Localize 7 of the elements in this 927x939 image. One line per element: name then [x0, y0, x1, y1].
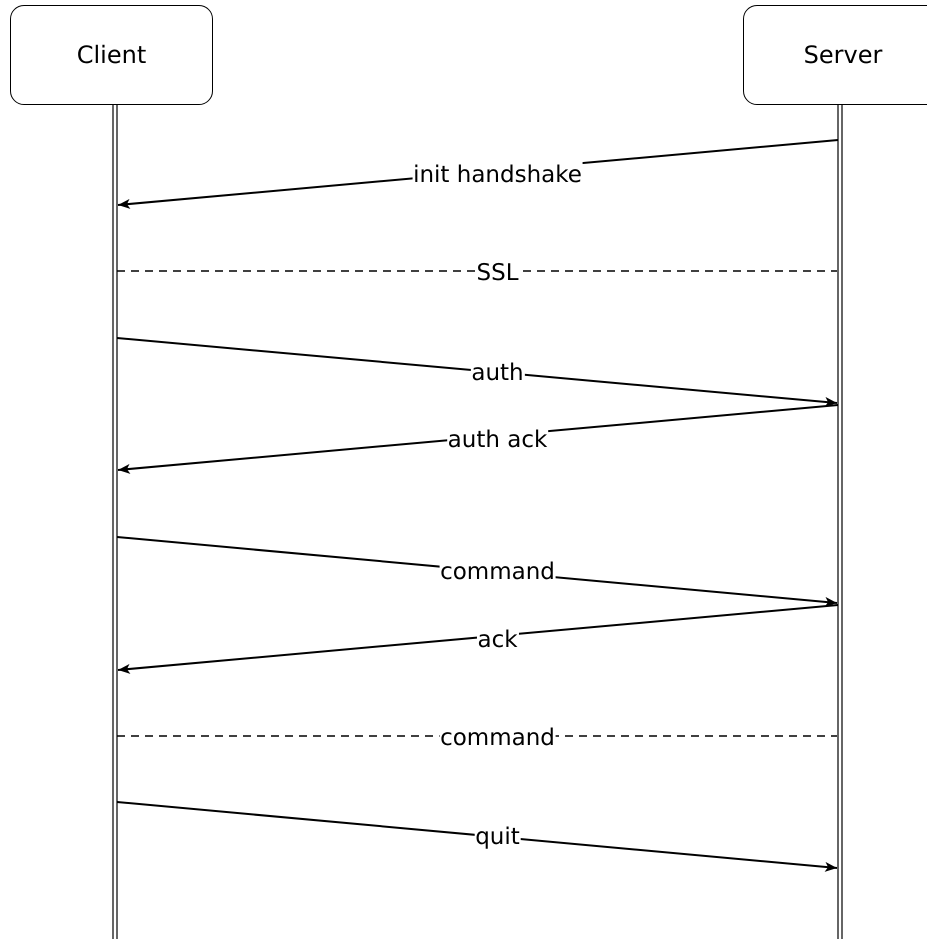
dashed-divider-line — [117, 270, 837, 272]
message-label: quit — [474, 824, 521, 850]
participant-name: Server — [804, 41, 882, 69]
message-arrow — [116, 337, 838, 407]
message-arrow — [116, 801, 838, 872]
message-arrow — [118, 604, 838, 674]
participant-name: Client — [76, 41, 146, 69]
